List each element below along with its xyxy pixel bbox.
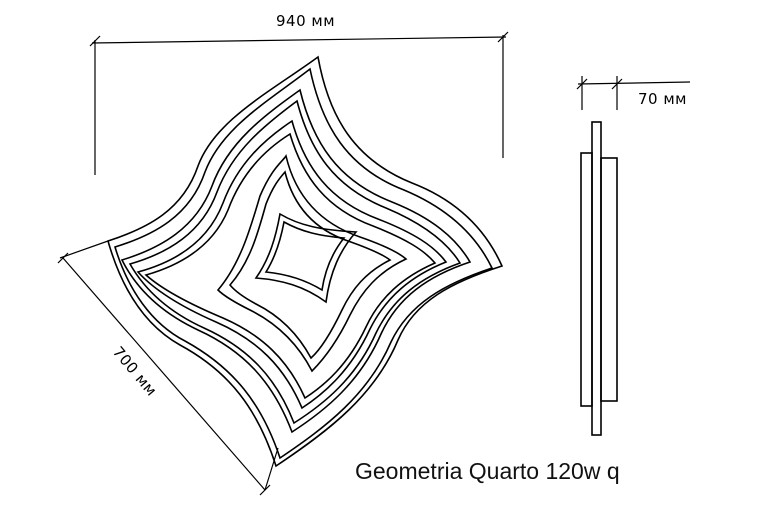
depth-dimension: 700 мм bbox=[57, 240, 279, 496]
width-dimension: 940 мм bbox=[89, 12, 509, 175]
fixture-plan-view bbox=[107, 55, 504, 468]
width-label: 940 мм bbox=[276, 12, 335, 30]
depth-label: 700 мм bbox=[109, 343, 161, 400]
product-caption: Geometria Quarto 120w q bbox=[355, 458, 620, 484]
fixture-side-view: 70 мм bbox=[576, 76, 691, 436]
height-label: 70 мм bbox=[638, 90, 687, 108]
